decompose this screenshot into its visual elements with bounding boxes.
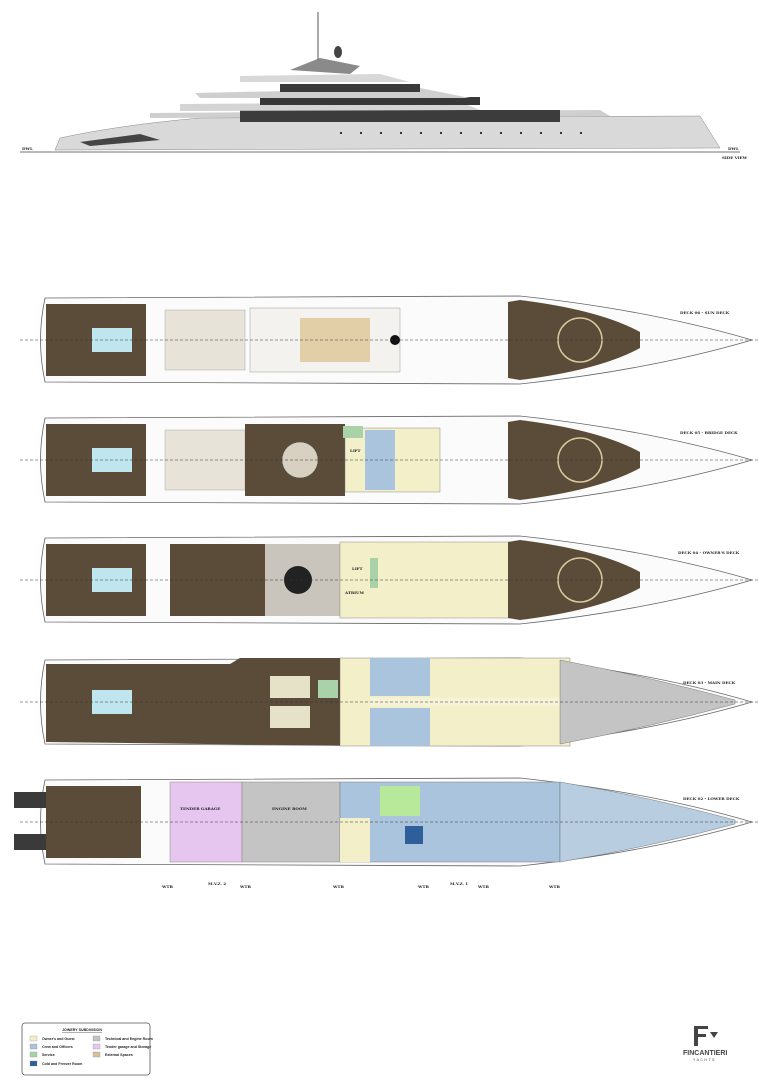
foredeck xyxy=(508,420,640,500)
svg-text:Service: Service xyxy=(42,1053,55,1057)
engine-room-label: ENGINE ROOM xyxy=(272,806,307,811)
legend-item: Cold and Freezer Room xyxy=(29,1060,82,1067)
deck-label: DECK 02 - LOWER DECK xyxy=(683,796,740,801)
deck-label: DECK 06 - SUN DECK xyxy=(680,310,730,315)
stern-windows xyxy=(80,134,160,146)
atrium-lower xyxy=(340,818,370,862)
fincantieri-logo: FINCANTIERI YACHTS xyxy=(683,1026,727,1062)
deck-03-plan: DECK 03 - MAIN DECK xyxy=(20,657,760,747)
legend-item: Technical and Engine Room xyxy=(92,1035,153,1042)
svg-text:Tender garage and Storage: Tender garage and Storage xyxy=(105,1045,151,1049)
guest-cabin-stbd xyxy=(270,706,310,728)
svg-text:Cold and Freezer Room: Cold and Freezer Room xyxy=(42,1062,82,1066)
lift-label: LIFT xyxy=(350,448,361,453)
sun-deck-side xyxy=(240,74,410,82)
deck-label: DECK 05 - BRIDGE DECK xyxy=(680,430,738,435)
deck-05-plan: LIFT DECK 05 - BRIDGE DECK xyxy=(20,415,760,505)
logo-subtext: YACHTS xyxy=(693,1058,716,1062)
svg-text:Owner's and Guest: Owner's and Guest xyxy=(42,1037,75,1041)
deck-04-plan: LIFT ATRIUM DECK 04 - OWNER'S DECK xyxy=(20,535,760,625)
crew-area-stbd xyxy=(370,708,430,746)
deck-label: DECK 04 - OWNER'S DECK xyxy=(678,550,740,555)
logo-triangle xyxy=(710,1032,718,1038)
portholes xyxy=(340,132,582,134)
dwl-right-label: DWL xyxy=(728,146,739,151)
svg-text:Crew and Officers: Crew and Officers xyxy=(42,1045,73,1049)
deck-label: DECK 03 - MAIN DECK xyxy=(683,680,736,685)
deck-06-plan: DECK 06 - SUN DECK xyxy=(20,295,760,385)
tender-stbd xyxy=(14,834,46,850)
service-room xyxy=(370,558,378,588)
legend-item: Crew and Officers xyxy=(29,1043,73,1050)
guest-cabin-port xyxy=(270,676,310,698)
crew-area-port xyxy=(370,658,430,696)
service-room xyxy=(318,680,338,698)
radome xyxy=(334,46,342,58)
service-room xyxy=(343,426,363,438)
lift-label: LIFT xyxy=(352,566,363,571)
legend-item: Tender garage and Storage xyxy=(92,1043,151,1050)
wtb-label: WTB xyxy=(548,884,560,889)
mvz2-label: M.V.Z. 2 xyxy=(208,881,226,886)
logo-text: FINCANTIERI xyxy=(683,1050,727,1057)
mast-structure xyxy=(290,58,360,74)
legend-box xyxy=(21,1022,151,1076)
atrium-label: ATRIUM xyxy=(344,590,365,595)
bridge-windows xyxy=(280,84,420,92)
main-deck-windows xyxy=(240,110,560,122)
foredeck xyxy=(508,540,640,620)
logo-mark xyxy=(694,1026,708,1046)
owner-deck-windows xyxy=(260,97,480,105)
deck-02-plan: TENDER GARAGE ENGINE ROOM DECK 02 - LOWE… xyxy=(14,777,760,889)
mvz1-label: M.V.Z. 1 xyxy=(450,881,468,886)
svg-text:External Spaces: External Spaces xyxy=(105,1053,133,1057)
side-view-title: SIDE VIEW xyxy=(722,155,748,160)
wtb-label: WTB xyxy=(332,884,344,889)
svg-text:Technical and Engine Room: Technical and Engine Room xyxy=(105,1037,153,1041)
wtb-label: WTB xyxy=(477,884,489,889)
legend-item: Owner's and Guest xyxy=(29,1035,75,1042)
side-view: DWL DWL SIDE VIEW xyxy=(20,12,748,160)
legend-item: External Spaces xyxy=(92,1051,133,1058)
legend: JOINERY SUBDIVISION Owner's and Guest Cr… xyxy=(21,1022,153,1076)
legend-title: JOINERY SUBDIVISION xyxy=(62,1028,102,1032)
foredeck xyxy=(508,300,640,380)
cold-room xyxy=(405,826,423,844)
tender-garage-label: TENDER GARAGE xyxy=(180,806,220,811)
crew-mess xyxy=(380,786,420,816)
wtb-label: WTB xyxy=(161,884,173,889)
hull-side xyxy=(54,115,721,151)
legend-item: Service xyxy=(29,1051,55,1058)
wtb-label: WTB xyxy=(417,884,429,889)
tender-port xyxy=(14,792,46,808)
dwl-left-label: DWL xyxy=(22,146,33,151)
wtb-label: WTB xyxy=(239,884,251,889)
